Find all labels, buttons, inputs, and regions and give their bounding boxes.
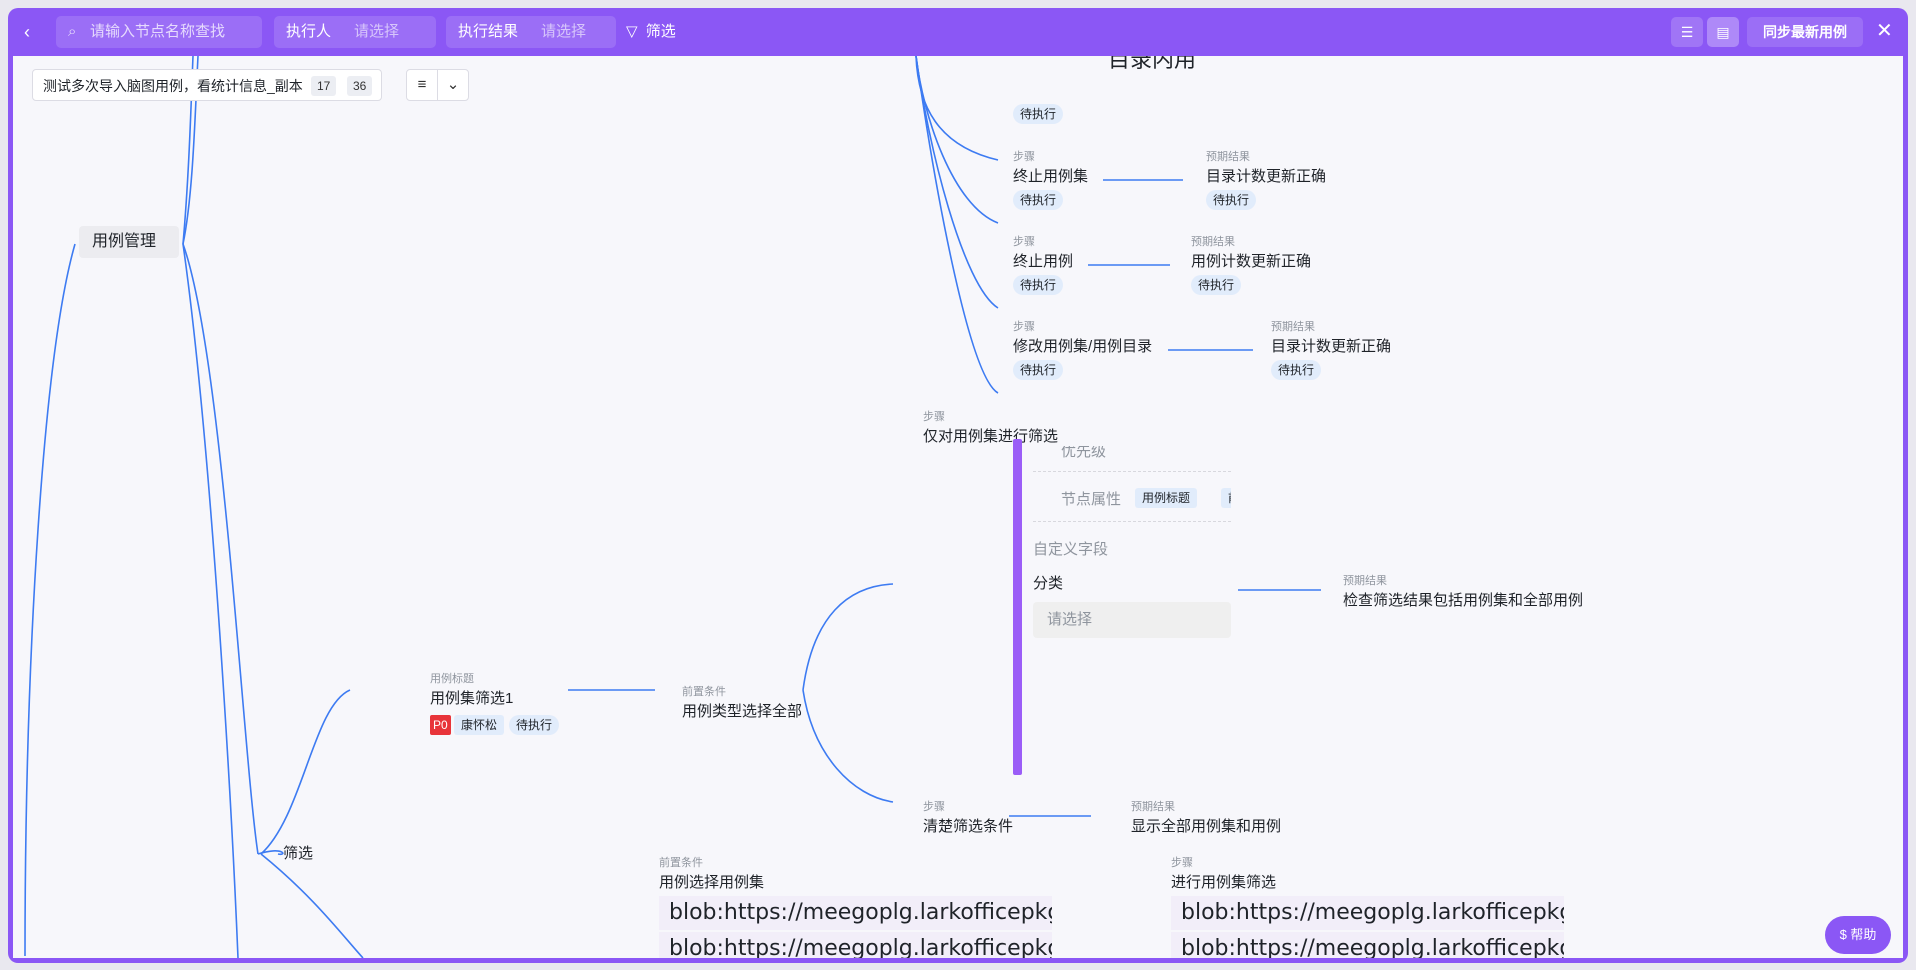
status-tag: 待执行 [1191, 275, 1242, 295]
attachment-link[interactable]: blob:https://meegoplg.larkofficepkg [1171, 896, 1564, 930]
node-case[interactable]: 用例集筛选1 [430, 690, 514, 707]
node-step[interactable]: 终止用例 [1013, 253, 1074, 270]
precondition-label: 前置条件 [682, 686, 726, 698]
node-expected[interactable]: 目录计数更新正确 [1206, 168, 1327, 185]
list-view-icon: ☰ [1680, 24, 1694, 40]
status-tag: 待执行 [1013, 104, 1064, 124]
attr-tag[interactable]: 前 [1221, 488, 1231, 508]
layout-icon: ≡ [417, 76, 427, 93]
status-tag: 待执行 [509, 715, 560, 735]
node-step[interactable]: 终止用例集 [1013, 168, 1089, 185]
executor-label: 执行人 [286, 23, 332, 40]
expected-label: 预期结果 [1191, 236, 1235, 248]
mindmap-canvas[interactable]: 测试多次导入脑图用例，看统计信息_副本 17 36 ≡ ⌄ 用例管理 筛选 目录… [13, 56, 1903, 958]
mindmap-view-icon: ▤ [1716, 24, 1730, 40]
node-precondition[interactable]: 用例类型选择全部 [682, 703, 803, 720]
node-edit-panel: 优先级 节点属性 用例标题 前 自定义字段 分类 请选择 [1025, 446, 1231, 776]
count-badge: 17 [311, 76, 337, 96]
category-select-value: 请选择 [1047, 611, 1093, 628]
attr-tag[interactable]: 用例标题 [1135, 488, 1198, 508]
status-tag: 待执行 [1013, 275, 1064, 295]
expected-label: 预期结果 [1271, 321, 1315, 333]
category-select[interactable]: 请选择 [1033, 602, 1231, 638]
node-step[interactable]: 修改用例集/用例目录 [1013, 338, 1153, 355]
attachment-link[interactable]: blob:https://meegoplg.larkofficepkg [659, 896, 1052, 930]
node-module-label: 用例管理 [92, 233, 157, 250]
status-tag: 待执行 [1271, 360, 1322, 380]
node-expected[interactable]: 显示全部用例集和用例 [1131, 818, 1282, 835]
divider [1033, 521, 1231, 522]
category-label: 分类 [1033, 575, 1064, 592]
expected-label: 预期结果 [1131, 801, 1175, 813]
layout-dropdown-button[interactable]: ⌄ [437, 69, 469, 101]
step-label: 步骤 [1013, 236, 1035, 248]
filter-button[interactable]: ▽ 筛选 [626, 16, 676, 48]
step-label: 步骤 [923, 411, 945, 423]
node-search-input[interactable]: ⌕ 请输入节点名称查找 [56, 16, 262, 48]
close-icon[interactable]: ✕ [1876, 20, 1893, 42]
question-icon: $ [1839, 927, 1847, 942]
node-attr-label: 节点属性 [1061, 491, 1122, 508]
expected-label: 预期结果 [1206, 151, 1250, 163]
node-module[interactable]: 用例管理 [79, 226, 179, 258]
result-value: 请选择 [541, 23, 587, 40]
node-step[interactable]: 清楚筛选条件 [923, 818, 1014, 835]
priority-badge: P0 [430, 715, 451, 735]
attachment-link[interactable]: blob:https://meegoplg.larkofficepkg [1171, 932, 1564, 958]
step-label: 步骤 [1013, 321, 1035, 333]
expected-label: 预期结果 [1343, 575, 1387, 587]
node-expected[interactable]: 用例计数更新正确 [1191, 253, 1312, 270]
divider [1033, 471, 1231, 472]
node-step[interactable]: 仅对用例集进行筛选 [923, 428, 1059, 445]
node-step[interactable]: 进行用例集筛选 [1171, 874, 1277, 891]
mindmap-title: 测试多次导入脑图用例，看统计信息_副本 [43, 78, 303, 94]
top-toolbar: ‹ ⌕ 请输入节点名称查找 执行人 请选择 执行结果 请选择 ▽ 筛选 ☰ ▤ … [8, 8, 1908, 56]
executor-value: 请选择 [354, 23, 400, 40]
node-expected[interactable]: 检查筛选结果包括用例集和全部用例 [1343, 592, 1584, 609]
step-label: 步骤 [1171, 857, 1193, 869]
node-precondition[interactable]: 用例选择用例集 [659, 874, 765, 891]
status-tag: 待执行 [1206, 190, 1257, 210]
executor-filter-select[interactable]: 执行人 请选择 [274, 16, 436, 48]
mindmap-view-button[interactable]: ▤ [1707, 17, 1739, 47]
help-button[interactable]: $ 帮助 [1825, 916, 1891, 954]
back-chevron-icon[interactable]: ‹ [24, 22, 30, 42]
node-expected[interactable]: 目录计数更新正确 [1271, 338, 1392, 355]
status-tag: 待执行 [1013, 360, 1064, 380]
step-label: 步骤 [923, 801, 945, 813]
help-label: 帮助 [1850, 927, 1877, 942]
chevron-down-icon: ⌄ [446, 76, 460, 93]
list-view-button[interactable]: ☰ [1671, 17, 1703, 47]
mindmap-connectors [24, 56, 1321, 958]
mindmap-title-chip[interactable]: 测试多次导入脑图用例，看统计信息_副本 17 36 [32, 69, 382, 101]
app-frame: ‹ ⌕ 请输入节点名称查找 执行人 请选择 执行结果 请选择 ▽ 筛选 ☰ ▤ … [8, 8, 1908, 963]
node-top-partial[interactable]: 目录内用 [1108, 56, 1197, 72]
precondition-label: 前置条件 [659, 857, 703, 869]
funnel-icon: ▽ [626, 23, 638, 40]
status-tag: 待执行 [1013, 190, 1064, 210]
search-icon: ⌕ [68, 23, 77, 40]
result-label: 执行结果 [458, 23, 519, 40]
priority-label: 优先级 [1061, 446, 1107, 460]
case-title-label: 用例标题 [430, 673, 474, 685]
attachment-link[interactable]: blob:https://meegoplg.larkofficepkg [659, 932, 1052, 958]
search-placeholder: 请输入节点名称查找 [90, 23, 226, 40]
sync-latest-cases-button[interactable]: 同步最新用例 [1747, 17, 1863, 47]
node-edit-panel-bar [1013, 439, 1022, 775]
filter-label: 筛选 [645, 23, 676, 40]
owner-tag: 康怀松 [454, 715, 505, 735]
node-filter[interactable]: 筛选 [283, 845, 314, 862]
custom-field-label: 自定义字段 [1033, 541, 1109, 558]
layout-button[interactable]: ≡ [406, 69, 438, 101]
step-label: 步骤 [1013, 151, 1035, 163]
count-badge: 36 [347, 76, 373, 96]
result-filter-select[interactable]: 执行结果 请选择 [446, 16, 616, 48]
